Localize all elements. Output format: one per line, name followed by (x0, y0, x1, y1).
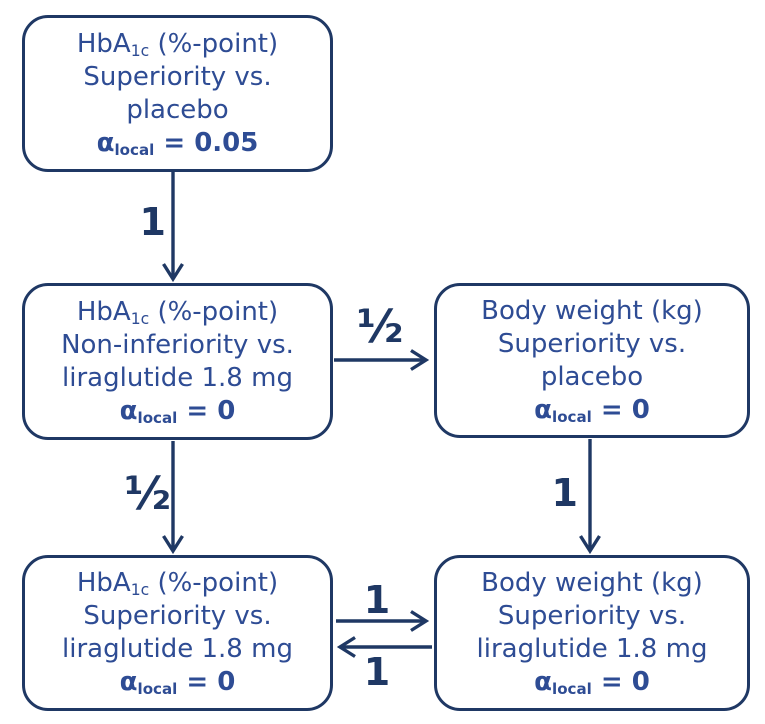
node-alpha: αlocal = 0 (119, 395, 236, 427)
subscript: 1c (130, 580, 150, 599)
subscript: local (552, 407, 592, 426)
node-comparison: Non-inferiority vs. (61, 329, 294, 360)
node-hba1c-noninferiority-liraglutide: HbA1c (%-point) Non-inferiority vs. lira… (22, 283, 333, 440)
node-comparison: Superiority vs. (497, 601, 687, 631)
edge-weight-label: ½ (356, 299, 404, 353)
node-comparator: placebo (540, 361, 644, 392)
node-comparator: liraglutide 1.8 mg (476, 634, 708, 664)
edge-weight-label: 1 (363, 578, 391, 622)
node-alpha: αlocal = 0.05 (96, 127, 259, 159)
subscript: 1c (130, 309, 150, 328)
node-alpha: αlocal = 0 (119, 667, 236, 698)
node-comparator: liraglutide 1.8 mg (62, 362, 293, 393)
node-hba1c-superiority-liraglutide: HbA1c (%-point) Superiority vs. liraglut… (22, 555, 333, 711)
node-alpha: αlocal = 0 (534, 394, 650, 426)
edge-weight-label: 1 (139, 200, 166, 244)
subscript: local (114, 140, 155, 159)
subscript: local (552, 679, 592, 698)
subscript: local (137, 408, 178, 427)
node-comparator: liraglutide 1.8 mg (62, 634, 293, 664)
node-hba1c-superiority-placebo: HbA1c (%-point) Superiority vs. placebo … (22, 15, 333, 172)
node-title: HbA1c (%-point) (76, 296, 279, 328)
node-title: HbA1c (%-point) (76, 28, 279, 60)
node-title: Body weight (kg) (481, 295, 703, 326)
subscript: 1c (130, 41, 150, 60)
node-title: Body weight (kg) (481, 568, 703, 598)
node-comparator: placebo (126, 94, 229, 125)
edge-weight-label: 1 (363, 650, 391, 694)
edge-weight-label: 1 (551, 471, 578, 515)
node-comparison: Superiority vs. (497, 328, 687, 359)
node-alpha: αlocal = 0 (534, 667, 650, 698)
edge-weight-label: ½ (124, 466, 171, 520)
node-bodyweight-superiority-placebo: Body weight (kg) Superiority vs. placebo… (434, 283, 750, 438)
node-comparison: Superiority vs. (83, 601, 272, 631)
subscript: local (137, 679, 178, 698)
node-comparison: Superiority vs. (83, 61, 272, 92)
node-title: HbA1c (%-point) (76, 568, 279, 599)
node-bodyweight-superiority-liraglutide: Body weight (kg) Superiority vs. liraglu… (434, 555, 750, 711)
